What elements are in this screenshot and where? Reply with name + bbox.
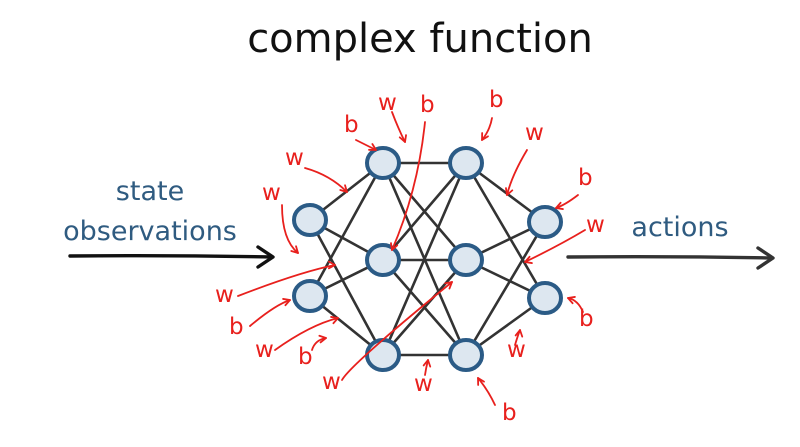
node-layer1-0	[365, 146, 401, 180]
bias-annotation-2: b	[344, 112, 377, 151]
bias-annotation-7: b	[555, 165, 593, 210]
bias-label: b	[229, 314, 244, 340]
pointer-line	[274, 317, 339, 351]
network-nodes	[292, 146, 563, 372]
node-layer2-1	[448, 243, 484, 277]
bias-annotation-15: b	[298, 334, 327, 370]
pointer-arrowhead	[327, 260, 336, 270]
weight-label: w	[262, 180, 281, 206]
weight-annotation-16: w	[414, 359, 433, 397]
bias-annotation-10: b	[229, 298, 291, 340]
diagram-title: complex function	[247, 16, 593, 62]
pointer-arrowhead	[390, 242, 399, 251]
output-arrow	[566, 246, 775, 270]
bias-label: b	[578, 165, 593, 191]
node-layer0-0	[292, 203, 328, 237]
weight-label: w	[525, 120, 544, 146]
edge-l2-n0-to-n1	[464, 161, 547, 300]
weight-annotation-6: w	[262, 180, 299, 254]
pointer-line	[391, 111, 406, 143]
pointer-line	[341, 281, 453, 381]
weight-label: w	[255, 337, 274, 363]
input-label-state: state	[116, 176, 184, 207]
pointer-line	[524, 229, 586, 263]
bias-label: b	[489, 87, 504, 113]
pointer-arrowhead	[422, 359, 432, 368]
weight-annotation-11: w	[255, 316, 339, 363]
edge-l1-n2-to-n0	[381, 161, 468, 357]
weight-annotation-13: w	[507, 329, 526, 363]
node-layer3-1	[527, 281, 563, 315]
weight-label: w	[414, 371, 433, 397]
weight-label: w	[322, 369, 341, 395]
weight-label: w	[215, 282, 234, 308]
weight-annotation-0: w	[378, 90, 407, 143]
pointer-arrowhead	[368, 143, 377, 151]
input-arrow	[68, 245, 275, 269]
bias-annotation-4: b	[481, 87, 504, 141]
pointer-arrowhead	[339, 184, 348, 193]
node-layer1-1	[365, 243, 401, 277]
bias-annotation-12: b	[567, 296, 594, 332]
pointer-arrowhead	[444, 281, 453, 290]
pointer-line	[555, 194, 579, 209]
bias-label: b	[344, 112, 359, 138]
bias-annotation-17: b	[477, 377, 517, 426]
pointer-line	[477, 377, 496, 406]
weight-label: w	[507, 337, 526, 363]
edge-l0-n1-to-n0	[308, 161, 385, 298]
pointer-arrowhead	[318, 334, 327, 344]
weight-label: w	[586, 212, 605, 238]
weight-label: w	[378, 90, 397, 116]
pointer-arrowhead	[567, 296, 576, 305]
pointer-arrowhead	[481, 132, 489, 141]
pointer-line	[281, 204, 299, 254]
pointer-line	[237, 264, 336, 297]
edge-l2-n2-to-n0	[464, 220, 547, 357]
node-layer2-0	[448, 146, 484, 180]
bias-label: b	[298, 344, 313, 370]
bias-label: b	[502, 400, 517, 426]
weight-annotation-8: w	[524, 212, 605, 264]
edge-l0-n0-to-n2	[308, 218, 385, 357]
pointer-line	[249, 299, 291, 327]
pointer-arrowhead	[282, 298, 291, 307]
weight-label: w	[285, 145, 304, 171]
pointer-line	[304, 167, 348, 193]
weight-annotation-3: w	[285, 145, 348, 193]
pointer-arrowhead	[514, 329, 524, 338]
input-label-observations: observations	[63, 216, 237, 247]
weight-annotation-14: w	[322, 281, 453, 395]
output-label-actions: actions	[631, 212, 728, 243]
edge-l1-n1-to-n0	[381, 161, 468, 262]
pointer-arrowhead	[290, 245, 299, 254]
node-layer2-2	[448, 338, 484, 372]
edge-l1-n2-to-n1	[381, 258, 468, 357]
pointer-line	[506, 149, 528, 196]
pointer-arrowhead	[477, 377, 485, 386]
pointer-arrowhead	[398, 134, 407, 143]
weight-annotation-9: w	[215, 260, 336, 308]
bias-label: b	[420, 92, 435, 118]
pointer-arrowhead	[505, 187, 514, 196]
node-layer1-2	[365, 338, 401, 372]
pointer-arrowhead	[330, 316, 339, 325]
node-layer0-1	[292, 279, 328, 313]
bias-annotation-1: b	[390, 92, 435, 251]
node-layer3-0	[527, 205, 563, 239]
weight-annotation-5: w	[505, 120, 544, 196]
pointer-line	[391, 121, 426, 251]
pointer-arrowhead	[524, 255, 533, 264]
pointer-arrowhead	[555, 201, 564, 210]
